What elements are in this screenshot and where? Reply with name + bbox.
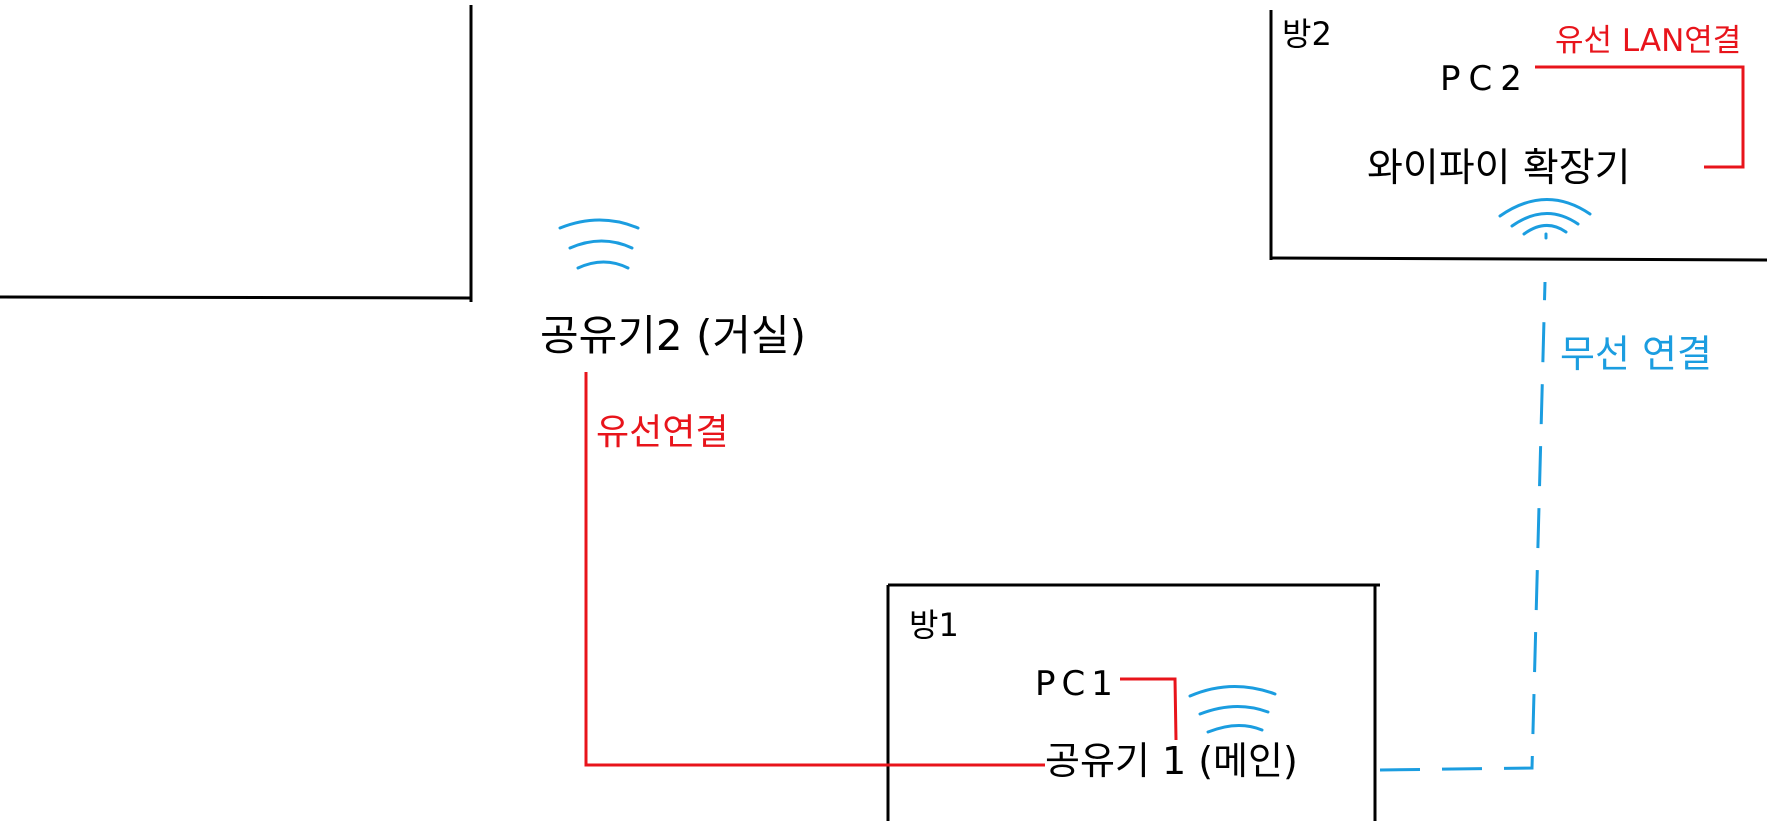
wireless-link-router1-extender [1379, 281, 1547, 772]
pc2-label: PC2 [1440, 59, 1530, 99]
wifi-icon-router1 [1188, 685, 1277, 734]
wireless-link-label: 무선 연결 [1560, 332, 1712, 376]
room2-box [1269, 10, 1767, 262]
pc1-label: PC1 [1035, 664, 1119, 704]
room1-box [886, 583, 1380, 821]
router2-label: 공유기2 (거실) [540, 311, 807, 360]
router1-label: 공유기 1 (메인) [1045, 739, 1298, 783]
room1-label: 방1 [909, 606, 959, 644]
wifi-icon-router2 [558, 218, 640, 270]
top-left-wall [0, 5, 473, 302]
wired-link-pc1-router1 [1120, 677, 1178, 741]
wired-link-label: 유선연결 [596, 412, 729, 453]
wired-lan-label: 유선 LAN연결 [1555, 23, 1742, 59]
room2-label: 방2 [1282, 15, 1332, 53]
extender-label: 와이파이 확장기 [1367, 146, 1631, 191]
wired-link-router2-router1 [584, 372, 1045, 767]
wifi-icon-extender [1498, 198, 1592, 240]
wired-link-pc2-extender [1535, 65, 1745, 169]
